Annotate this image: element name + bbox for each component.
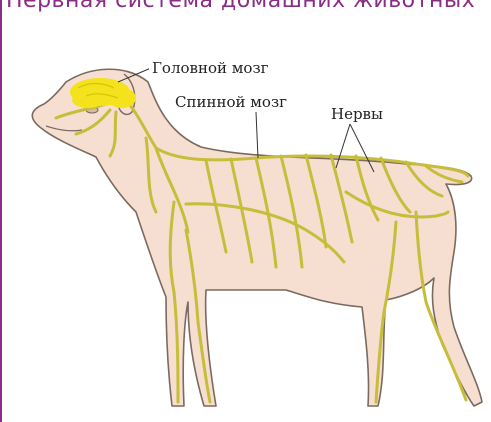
page-border	[0, 0, 2, 422]
brain-label: Головной мозг	[149, 59, 272, 77]
cropped-heading: Нервная система домашних животных	[6, 0, 475, 13]
nerves-label: Нервы	[328, 105, 386, 123]
spinal-cord-label: Спинной мозг	[172, 93, 290, 111]
top-text-strip: Нервная система домашних животных	[0, 0, 491, 22]
dog-nervous-system-figure: Головной мозг Спинной мозг Нервы	[6, 52, 486, 414]
spinal-leader-line	[256, 112, 258, 158]
